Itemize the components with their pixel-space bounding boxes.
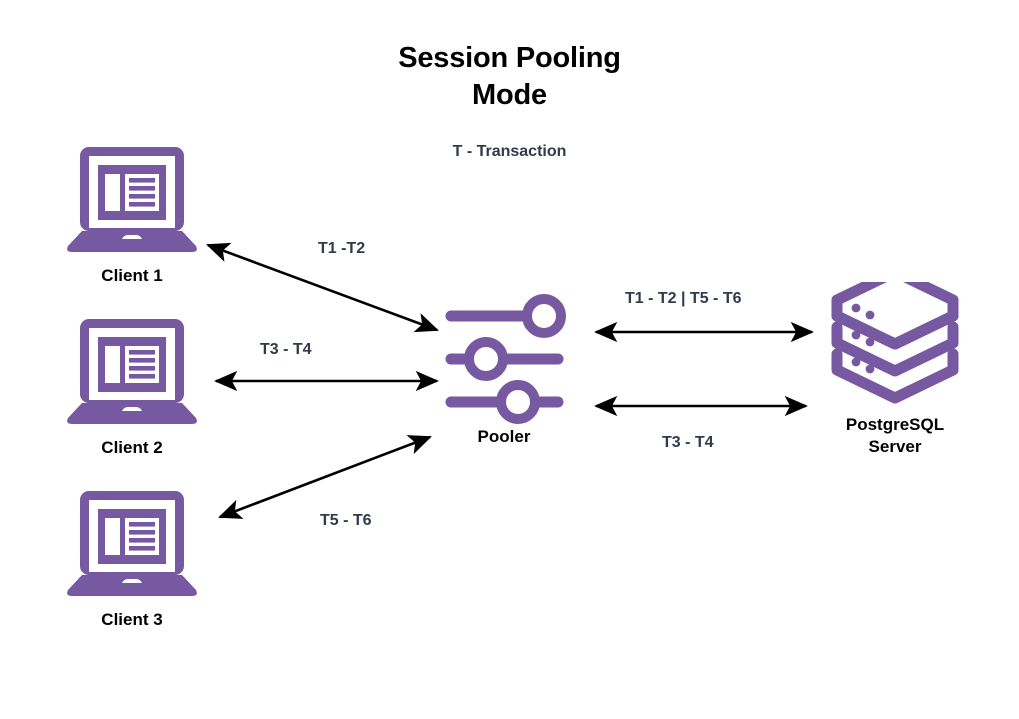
edge-label-pooler-server-top: T1 - T2 | T5 - T6 bbox=[625, 290, 742, 307]
node-postgresql-server[interactable]: PostgreSQL Server bbox=[815, 282, 975, 458]
edge-label-pooler-server-bottom: T3 - T4 bbox=[662, 434, 714, 451]
laptop-icon bbox=[67, 319, 197, 424]
sliders-icon bbox=[445, 294, 566, 424]
laptop-icon bbox=[67, 147, 197, 252]
node-client-3[interactable]: Client 3 bbox=[62, 488, 202, 631]
edge-client3-pooler bbox=[218, 435, 432, 519]
page-title-line2: Mode bbox=[472, 79, 547, 112]
page-title-line1: Session Pooling bbox=[398, 42, 621, 74]
node-label-client-1: Client 1 bbox=[101, 266, 163, 285]
legend-transaction: T - Transaction bbox=[452, 143, 567, 160]
node-client-1[interactable]: Client 1 bbox=[62, 144, 202, 287]
database-stack-icon bbox=[831, 282, 959, 404]
node-client-2[interactable]: Client 2 bbox=[62, 316, 202, 459]
page-title: Session Pooling Mode bbox=[0, 40, 1019, 114]
edge-label-client2-pooler: T3 - T4 bbox=[260, 341, 312, 358]
edge-label-client1-pooler: T1 -T2 bbox=[318, 240, 366, 257]
node-label-server-line1: PostgreSQL bbox=[845, 415, 945, 434]
edge-client1-pooler bbox=[206, 242, 439, 333]
node-label-pooler: Pooler bbox=[477, 427, 531, 446]
node-label-client-2: Client 2 bbox=[101, 438, 163, 457]
node-label-server-line2: Server bbox=[868, 437, 922, 457]
laptop-icon bbox=[67, 491, 197, 596]
node-label-client-3: Client 3 bbox=[101, 610, 163, 629]
edge-label-client3-pooler: T5 - T6 bbox=[320, 512, 372, 529]
node-pooler[interactable]: Pooler bbox=[440, 294, 580, 448]
node-label-postgresql-server: PostgreSQL Server bbox=[815, 414, 975, 458]
